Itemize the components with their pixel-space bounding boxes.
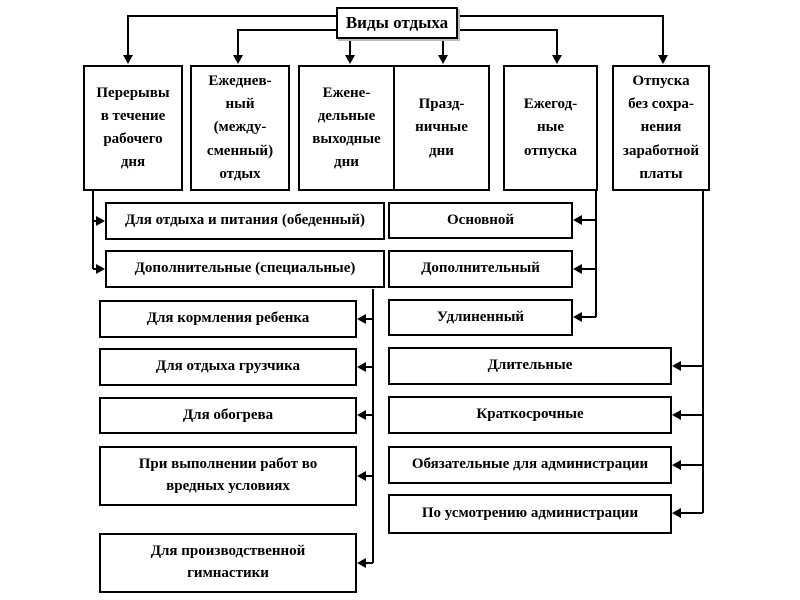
node-short-term-leave: Краткосрочные: [388, 396, 672, 434]
arrow-left-icon: [672, 508, 681, 518]
arrow-left-icon: [672, 361, 681, 371]
node-mandatory-for-administration: Обязательные для администрации: [388, 446, 672, 484]
node-additional-special-breaks: Дополнительные (специальные): [105, 250, 385, 288]
rail-to-category-6: [458, 15, 664, 55]
arrow-left-icon: [573, 215, 582, 225]
category-unpaid-leave: Отпуска без сохра- нения заработной плат…: [612, 65, 710, 191]
node-industrial-gymnastics-break: Для производственной гимнастики: [99, 533, 357, 593]
rail-to-category-2: [237, 29, 337, 55]
arrow-right-icon: [96, 216, 105, 226]
arrow-left-icon: [672, 460, 681, 470]
node-additional-leave: Дополнительный: [388, 250, 573, 288]
arrow-left-icon: [573, 312, 582, 322]
arrow-down-icon: [233, 55, 243, 64]
rail-to-category-5: [458, 29, 558, 55]
root-node: Виды отдыха: [336, 7, 458, 39]
rail-to-category-1: [127, 15, 337, 55]
arrowheads: [96, 55, 681, 568]
arrow-left-icon: [357, 362, 366, 372]
arrow-down-icon: [658, 55, 668, 64]
node-warming-break: Для обогрева: [99, 397, 357, 434]
category-holidays: Празд- ничные дни: [393, 65, 490, 191]
node-basic-leave: Основной: [388, 202, 573, 239]
arrow-down-icon: [438, 55, 448, 64]
category-annual-leave: Ежегод- ные отпуска: [503, 65, 598, 191]
arrow-down-icon: [123, 55, 133, 64]
node-loader-rest-break: Для отдыха грузчика: [99, 348, 357, 386]
arrow-down-icon: [552, 55, 562, 64]
arrow-right-icon: [96, 264, 105, 274]
arrow-down-icon: [345, 55, 355, 64]
category-daily-rest: Ежеднев- ный (между- сменный) отдых: [190, 65, 290, 191]
arrow-left-icon: [573, 264, 582, 274]
arrow-left-icon: [357, 410, 366, 420]
arrow-left-icon: [357, 558, 366, 568]
node-extended-leave: Удлиненный: [388, 299, 573, 336]
arrow-left-icon: [357, 314, 366, 324]
node-at-administration-discretion: По усмотрению администрации: [388, 494, 672, 534]
node-long-term-leave: Длительные: [388, 347, 672, 385]
node-lunch-break: Для отдыха и питания (обеденный): [105, 202, 385, 240]
node-hazardous-work-break: При выполнении работ во вредных условиях: [99, 446, 357, 506]
category-weekly-days-off: Ежене- дельные выходные дни: [298, 65, 395, 191]
arrow-left-icon: [672, 410, 681, 420]
category-work-day-breaks: Перерывы в течение рабочего дня: [83, 65, 183, 191]
arrow-left-icon: [357, 471, 366, 481]
node-child-feeding-break: Для кормления ребенка: [99, 300, 357, 338]
